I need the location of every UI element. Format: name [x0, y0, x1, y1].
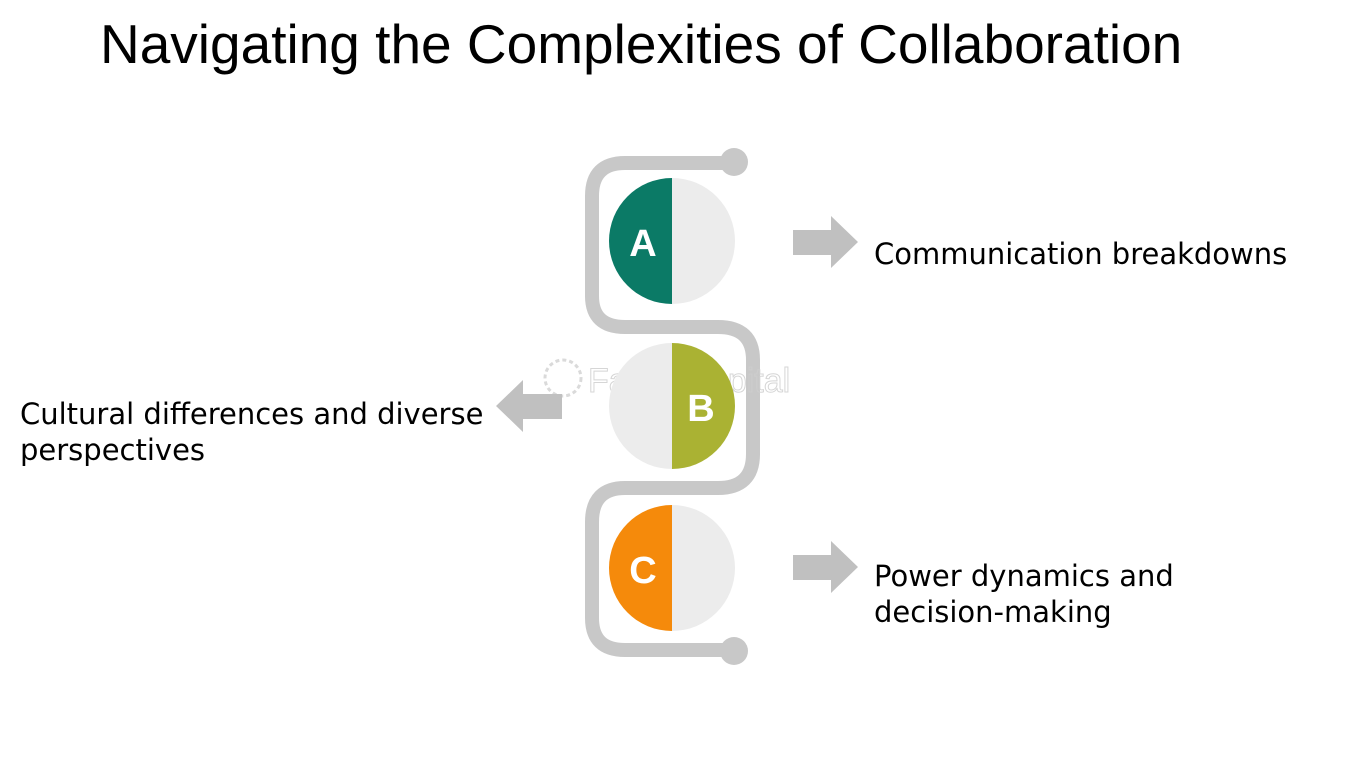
watermark-gear-icon — [543, 358, 583, 398]
step-c-circle-colored-half — [609, 505, 672, 631]
arrow-right-c-icon — [793, 541, 858, 593]
step-b-letter: B — [687, 388, 714, 430]
step-c-letter: C — [629, 550, 656, 592]
connector-start-dot — [720, 148, 748, 176]
label-cultural-differences: Cultural differences and diverse perspec… — [20, 397, 484, 467]
label-power-dynamics: Power dynamics and decision-making — [874, 559, 1174, 629]
connector-path — [585, 156, 760, 657]
step-c-circle-light-half — [672, 505, 735, 631]
page-title: Navigating the Complexities of Collabora… — [100, 13, 1183, 75]
step-b-circle: B — [609, 343, 735, 469]
step-a-letter: A — [629, 223, 656, 265]
arrow-left-b-icon — [496, 380, 562, 432]
arrow-right-a-icon — [793, 216, 858, 268]
step-a-circle-light-half — [672, 178, 735, 304]
step-b-circle-light-half — [609, 343, 672, 469]
step-b-circle-colored-half — [672, 343, 735, 469]
label-communication-breakdowns: Communication breakdowns — [874, 237, 1288, 271]
step-a-circle-colored-half — [609, 178, 672, 304]
connector-end-dot — [720, 637, 748, 665]
step-a-circle: A — [609, 178, 735, 304]
step-c-circle: C — [609, 505, 735, 631]
